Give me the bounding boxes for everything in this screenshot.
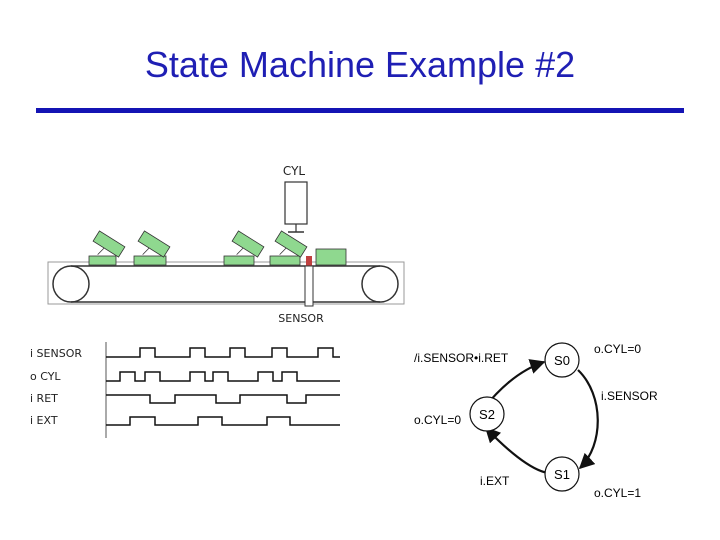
state-s0-label: S0 — [554, 353, 570, 368]
title-underline — [36, 108, 684, 113]
belt-box — [223, 255, 255, 266]
state-s2-output: o.CYL=0 — [414, 413, 461, 427]
tipped-boxes — [92, 230, 308, 258]
slide-title: State Machine Example #2 — [144, 44, 576, 85]
cylinder-label: CYL — [283, 164, 305, 178]
belt-boxes — [88, 248, 347, 266]
belt-box-upright — [315, 248, 347, 266]
condition-s0-s1: i.SENSOR — [601, 389, 658, 403]
waveform-ext — [106, 416, 340, 426]
waveform-cyl — [106, 371, 340, 382]
state-s2 — [469, 396, 505, 432]
waveform-sensor — [106, 347, 340, 358]
state-s0-output: o.CYL=0 — [594, 342, 641, 356]
signal-label-cyl: o CYL — [30, 370, 61, 383]
conveyor-right-roller — [361, 265, 399, 303]
transition-s1-s2 — [484, 426, 549, 475]
conveyor-machine: CYL — [47, 164, 405, 325]
transition-s0-s1 — [577, 369, 599, 470]
state-s0 — [544, 342, 580, 378]
belt-box — [269, 255, 301, 266]
waveform-ret — [106, 394, 340, 404]
cylinder-body — [284, 181, 308, 225]
signal-label-ret: i RET — [30, 392, 58, 405]
tipped-box — [137, 230, 171, 258]
conveyor-left-roller — [52, 265, 90, 303]
belt-box — [88, 255, 117, 266]
belt-box — [133, 255, 167, 266]
state-s1-label: S1 — [554, 467, 570, 482]
state-s1-output: o.CYL=1 — [594, 486, 641, 500]
sensor-label: SENSOR — [278, 312, 324, 325]
state-s1 — [544, 456, 580, 492]
sensor-marker — [306, 256, 312, 266]
tipped-box — [92, 230, 126, 258]
condition-s1-s2: i.EXT — [480, 474, 510, 488]
tipped-box — [231, 230, 265, 258]
tipped-box — [274, 230, 308, 258]
sensor-post — [304, 265, 314, 307]
machine-frame — [47, 261, 405, 305]
state-diagram: S0 S1 S2 o.CYL=0 o.CYL=1 o.CYL=0 /i.SENS… — [414, 342, 658, 500]
state-s2-label: S2 — [479, 407, 495, 422]
timing-diagram: i SENSOR o CYL i RET i EXT — [30, 342, 340, 438]
signal-label-sensor: i SENSOR — [30, 347, 82, 360]
condition-s0-self: /i.SENSOR•i.RET — [414, 351, 509, 365]
signal-label-ext: i EXT — [30, 414, 58, 427]
